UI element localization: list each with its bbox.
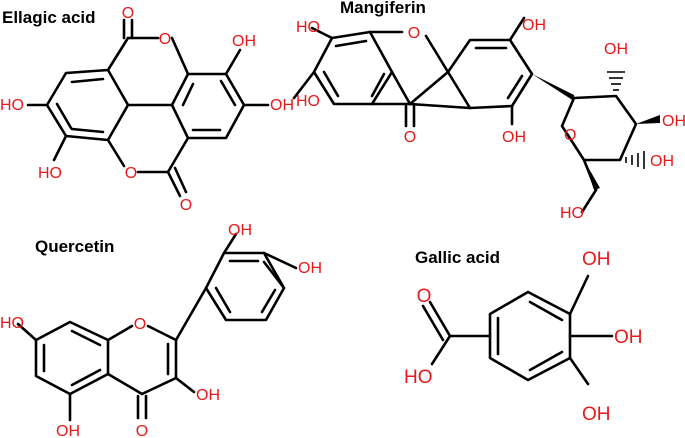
ellagic-acid-structure: Ellagic acid [0, 5, 294, 214]
atom-label: O [136, 423, 148, 438]
atom-label: OH [614, 327, 643, 348]
atom-label: O [134, 316, 146, 333]
quercetin-bonds [16, 232, 298, 422]
atom-label: HO [0, 97, 24, 114]
atom-label: OH [582, 249, 611, 270]
wedge-bond [532, 74, 574, 101]
atom-label: O [408, 25, 420, 42]
gallic-acid-structure: Gallic acid OH O OH HO OH [404, 248, 643, 425]
hashed-bonds [607, 71, 645, 169]
mangiferin-atoms: O HO HO O OH OH O OH OH OH HO [296, 17, 685, 222]
atom-label: OH [502, 129, 526, 146]
atom-label: OH [228, 222, 252, 239]
ellagic-acid-title: Ellagic acid [2, 8, 96, 27]
atom-label: O [404, 129, 416, 146]
ellagic-acid-bonds [26, 18, 270, 198]
mangiferin-title: Mangiferin [340, 0, 426, 17]
wedge-bond [636, 115, 660, 124]
quercetin-title: Quercetin [35, 237, 114, 256]
mangiferin-structure: Mangiferin [292, 0, 685, 222]
atom-label: HO [296, 93, 320, 110]
atom-label: O [564, 127, 576, 144]
ellagic-acid-atoms: O O OH HO OH HO O O [0, 5, 294, 214]
atom-label: OH [662, 113, 685, 130]
atom-label: OH [650, 153, 674, 170]
atom-label: HO [296, 19, 320, 36]
atom-label: OH [270, 97, 294, 114]
quercetin-structure: Quercetin [0, 222, 322, 438]
atom-label: HO [404, 367, 433, 388]
atom-label: O [159, 31, 171, 48]
atom-label: OH [56, 423, 80, 438]
atom-label: HO [560, 205, 584, 222]
gallic-acid-bonds [421, 274, 614, 386]
atom-label: OH [522, 17, 546, 34]
atom-label: O [122, 5, 134, 22]
atom-label: O [125, 165, 137, 182]
atom-label: HO [38, 165, 62, 182]
gallic-acid-title: Gallic acid [415, 248, 500, 267]
atom-label: O [180, 197, 192, 214]
atom-label: OH [196, 387, 220, 404]
atom-label: O [417, 286, 432, 307]
mangiferin-bonds [292, 16, 638, 214]
atom-label: HO [0, 315, 24, 332]
atom-label: OH [604, 41, 628, 58]
atom-label: OH [232, 33, 256, 50]
atom-label: OH [298, 260, 322, 277]
quercetin-atoms: OH OH O HO OH OH O [0, 222, 322, 438]
wedge-bond [584, 160, 600, 190]
gallic-acid-atoms: OH O OH HO OH [404, 249, 643, 425]
atom-label: OH [582, 404, 611, 425]
